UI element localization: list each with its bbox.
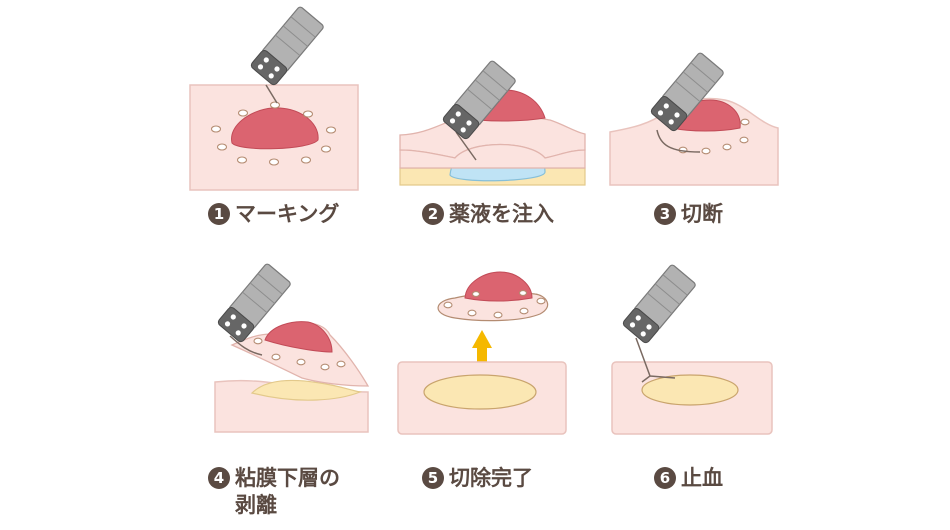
step-label: 切除完了 <box>449 466 533 490</box>
endoscope-icon <box>249 5 325 87</box>
panel-3-cutting <box>609 51 779 186</box>
step-number-badge: 1 <box>208 203 230 225</box>
marking-dots <box>210 101 337 166</box>
step-5-caption: 5 切除完了 <box>422 465 533 492</box>
step-label: 切断 <box>681 202 723 226</box>
panel-4-dissection <box>214 262 370 433</box>
step-label: 薬液を注入 <box>449 202 554 226</box>
step-label: 粘膜下層の 剥離 <box>235 466 340 517</box>
panel-1-marking <box>189 5 359 191</box>
step-label: 止血 <box>681 466 723 490</box>
step-6-caption: 6 止血 <box>654 465 723 492</box>
step-number-badge: 4 <box>208 467 230 489</box>
step-2-caption: 2 薬液を注入 <box>422 201 554 228</box>
endoscope-icon <box>621 263 697 345</box>
panel-5-resection-complete <box>397 271 567 435</box>
step-number-badge: 2 <box>422 203 444 225</box>
step-number-badge: 6 <box>654 467 676 489</box>
step-1-caption: 1 マーキング <box>208 201 339 228</box>
step-3-caption: 3 切断 <box>654 201 723 228</box>
step-number-badge: 3 <box>654 203 676 225</box>
step-4-caption: 4 粘膜下層の 剥離 <box>208 465 340 519</box>
panel-2-injection <box>399 59 586 186</box>
step-label: マーキング <box>235 202 340 226</box>
panel-6-hemostasis <box>611 263 773 435</box>
step-number-badge: 5 <box>422 467 444 489</box>
